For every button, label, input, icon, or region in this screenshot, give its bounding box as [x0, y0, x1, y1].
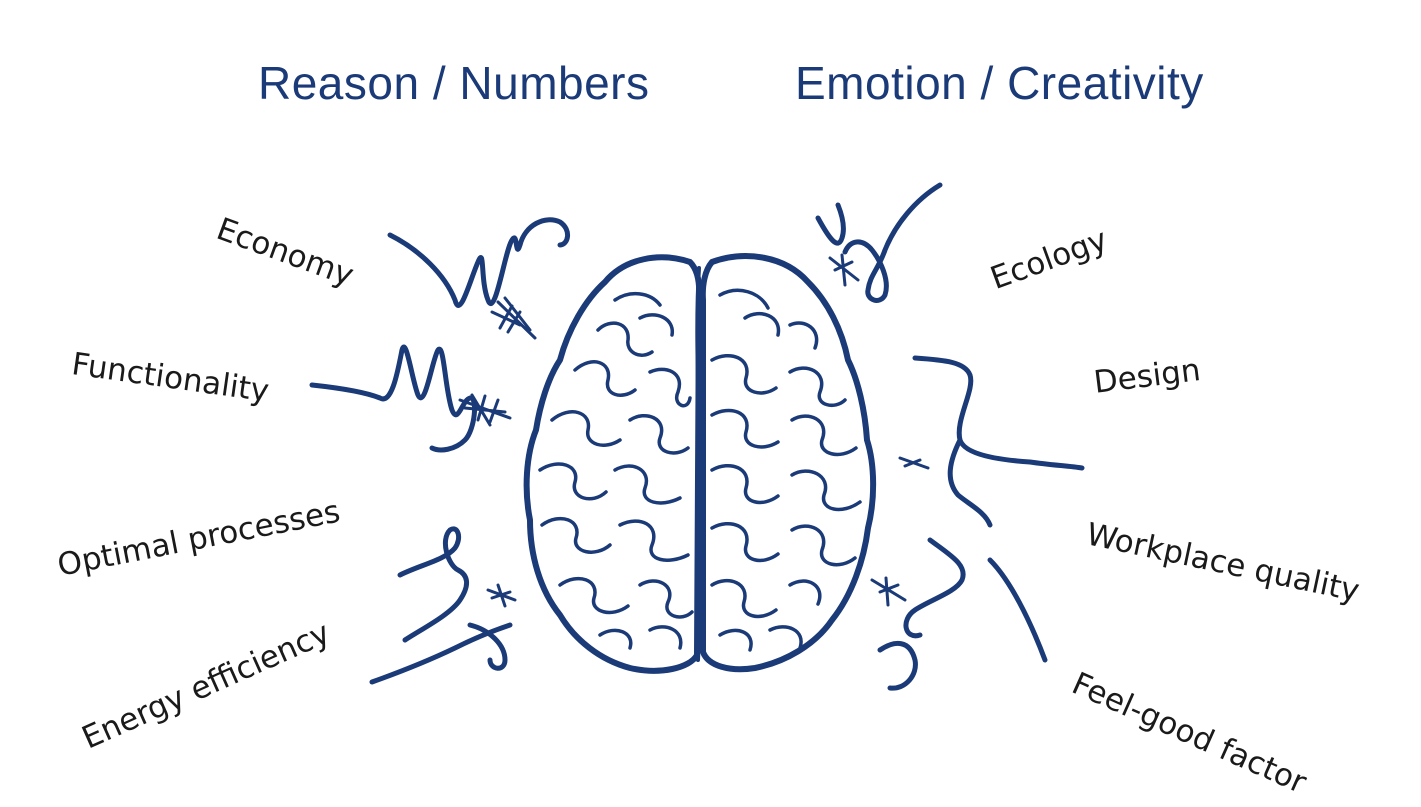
heading-reason-numbers: Reason / Numbers [258, 57, 650, 109]
right-squiggles [815, 182, 1085, 691]
brain-icon [523, 253, 877, 674]
heading-emotion-creativity: Emotion / Creativity [795, 57, 1204, 109]
left-squiggles [309, 217, 570, 685]
